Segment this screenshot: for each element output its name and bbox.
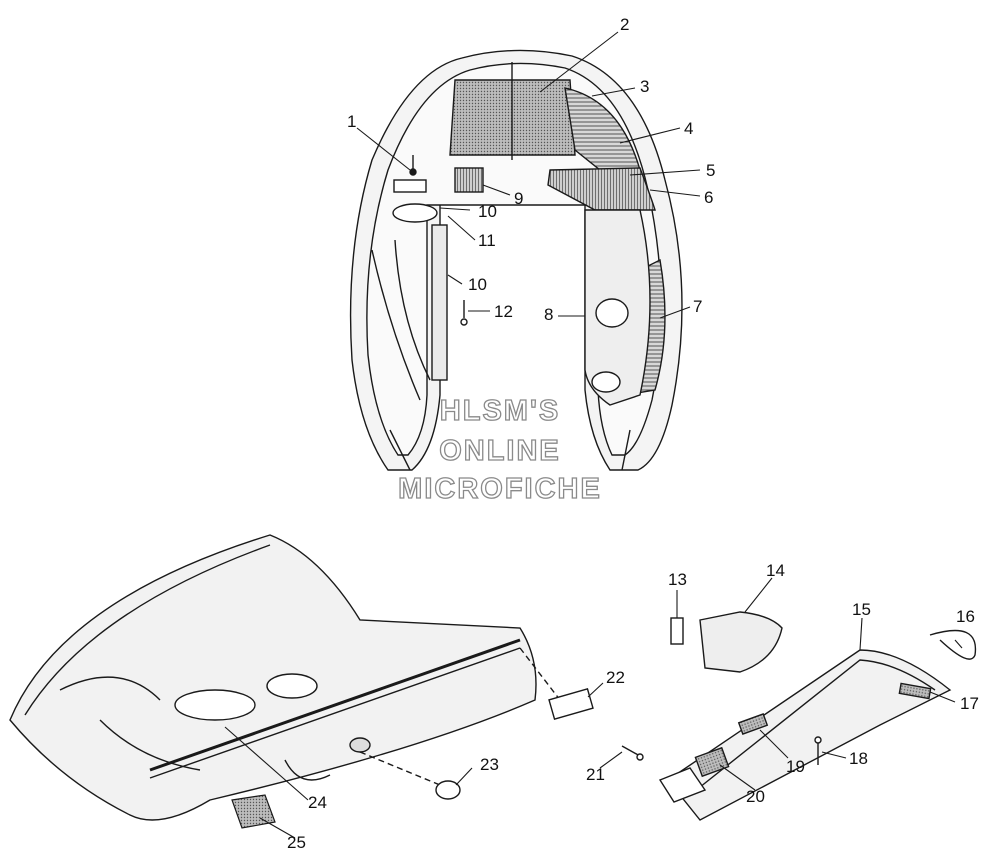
vent-opening-left	[174, 689, 256, 721]
callout-7: 7	[693, 297, 702, 316]
callout-16: 16	[956, 607, 975, 626]
callout-9: 9	[514, 189, 523, 208]
hole-23-seat	[349, 737, 371, 753]
watermark-line-3: MICROFICHE	[398, 473, 602, 505]
part-15-rail	[666, 649, 952, 821]
clip-16	[929, 629, 977, 660]
callout-23: 23	[480, 755, 499, 774]
callout-12: 12	[494, 302, 513, 321]
callout-21: 21	[586, 765, 605, 784]
watermark-line-2: ONLINE	[439, 435, 561, 467]
callout-10-lower: 10	[468, 275, 487, 294]
fastener-18	[814, 736, 822, 765]
callout-2: 2	[620, 15, 629, 34]
vent-opening-right	[266, 673, 318, 699]
rivet-1	[409, 155, 417, 176]
callout-6: 6	[704, 188, 713, 207]
pad-left	[454, 167, 484, 193]
callout-4: 4	[684, 119, 693, 138]
callout-3: 3	[640, 77, 649, 96]
callout-10-upper: 10	[478, 202, 497, 221]
hood-underside-view	[349, 49, 683, 471]
rail-left	[431, 224, 448, 381]
hinge-plate	[658, 767, 707, 803]
part-14	[699, 611, 783, 673]
callout-11: 11	[478, 231, 496, 250]
plate-22	[548, 688, 594, 720]
callout-15: 15	[852, 600, 871, 619]
pad-19	[737, 713, 769, 735]
pad-25	[231, 794, 276, 829]
hood-inner-rim	[366, 62, 662, 456]
plug-23	[435, 780, 461, 800]
callout-25: 25	[287, 833, 306, 852]
callout-19: 19	[786, 757, 805, 776]
rivet-12	[460, 300, 468, 326]
callout-17: 17	[960, 694, 979, 713]
pad-20	[694, 746, 730, 778]
watermark: HLSM'S ONLINE MICROFICHE	[398, 394, 602, 505]
callout-18: 18	[849, 749, 868, 768]
fastener-21	[621, 745, 644, 761]
callout-22: 22	[606, 668, 625, 687]
callout-20: 20	[746, 787, 765, 806]
part-13	[670, 617, 684, 645]
leader-lines	[224, 31, 963, 839]
hood-side-view	[9, 534, 561, 821]
loose-parts	[621, 611, 977, 821]
callout-24: 24	[308, 793, 327, 812]
callouts: 1 2 3 4 5 6 7 8 9 10 11 10 12 13 14 15 1…	[287, 15, 979, 852]
pad-17	[898, 682, 932, 700]
callout-1: 1	[347, 112, 356, 131]
callout-8: 8	[544, 305, 553, 324]
callout-13: 13	[668, 570, 687, 589]
callout-14: 14	[766, 561, 785, 580]
callout-5: 5	[706, 161, 715, 180]
watermark-line-1: HLSM'S	[440, 395, 560, 427]
